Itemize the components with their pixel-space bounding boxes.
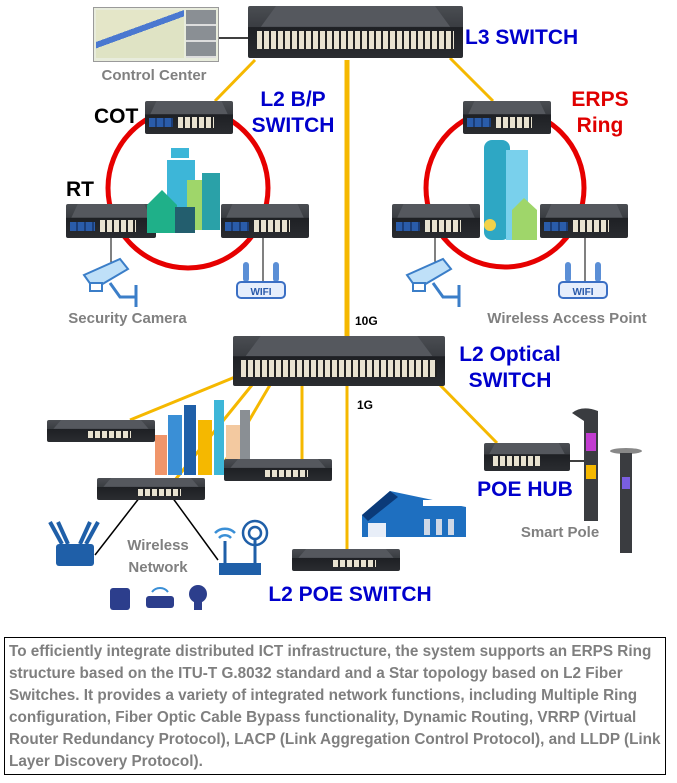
control-center-label: Control Center xyxy=(101,67,207,84)
erps-ring-label: ERPS Ring xyxy=(571,88,629,137)
wifi-badge-text-2: WIFI xyxy=(572,287,593,298)
smart-pole-2-icon xyxy=(610,448,642,553)
speed-1g-label: 1G xyxy=(357,398,374,412)
right-rt-switch-1-icon xyxy=(392,204,480,238)
smart-pole-label: Smart Pole xyxy=(520,524,600,541)
iot-device-icons xyxy=(110,585,207,610)
link-to-poe-hub xyxy=(438,383,499,445)
wifi-router-icon: WIFI xyxy=(236,262,286,299)
poe-hub-label: POE HUB xyxy=(477,478,573,501)
l2-optical-switch-icon xyxy=(233,336,445,386)
security-camera-label: Security Camera xyxy=(68,310,187,327)
poe-switch-1-icon xyxy=(47,420,155,442)
left-rt-switch-2-icon xyxy=(221,204,309,238)
rt-label: RT xyxy=(66,178,94,201)
link-l3-to-left-cot xyxy=(213,58,257,103)
security-camera-icon xyxy=(82,257,138,307)
right-cot-switch-icon xyxy=(463,101,551,134)
l2-bp-switch-label: L2 B/P SWITCH xyxy=(251,88,335,137)
l2-poe-switch-icon xyxy=(292,549,400,571)
city-skyline-icon xyxy=(155,400,250,475)
right-rt-switch-2-icon xyxy=(540,204,628,238)
poe-switch-3-icon xyxy=(97,478,205,500)
l2-poe-switch-label: L2 POE SWITCH xyxy=(268,583,432,606)
poe-hub-icon xyxy=(484,443,570,471)
l3-switch-icon xyxy=(248,6,463,58)
description-text: To efficiently integrate distributed ICT… xyxy=(4,637,666,775)
control-center-icon xyxy=(93,7,219,62)
l3-switch-label: L3 SWITCH xyxy=(465,26,579,49)
warehouse-icon xyxy=(362,491,466,537)
wifi-router-icon-2: WIFI xyxy=(558,262,608,299)
wireless-network-label: Wireless Network xyxy=(127,537,189,576)
access-point-icon xyxy=(214,519,269,575)
l2-optical-switch-label: L2 Optical SWITCH xyxy=(459,343,561,392)
wireless-router-icon xyxy=(48,521,100,566)
speed-10g-label: 10G xyxy=(355,314,378,328)
link-to-poe-switch-1 xyxy=(129,373,241,422)
wireless-access-point-label: Wireless Access Point xyxy=(487,310,647,327)
link-l3-to-right-cot xyxy=(448,56,495,103)
cot-label: COT xyxy=(94,105,139,128)
smart-pole-icon xyxy=(572,408,598,521)
left-cot-switch-icon xyxy=(145,101,233,134)
wifi-badge-text: WIFI xyxy=(250,287,271,298)
security-camera-icon-2 xyxy=(405,257,461,307)
city-buildings-icon xyxy=(147,148,220,233)
tower-buildings-icon xyxy=(484,140,537,240)
left-rt-switch-1-icon xyxy=(66,204,156,238)
poe-switch-2-icon xyxy=(224,459,332,481)
